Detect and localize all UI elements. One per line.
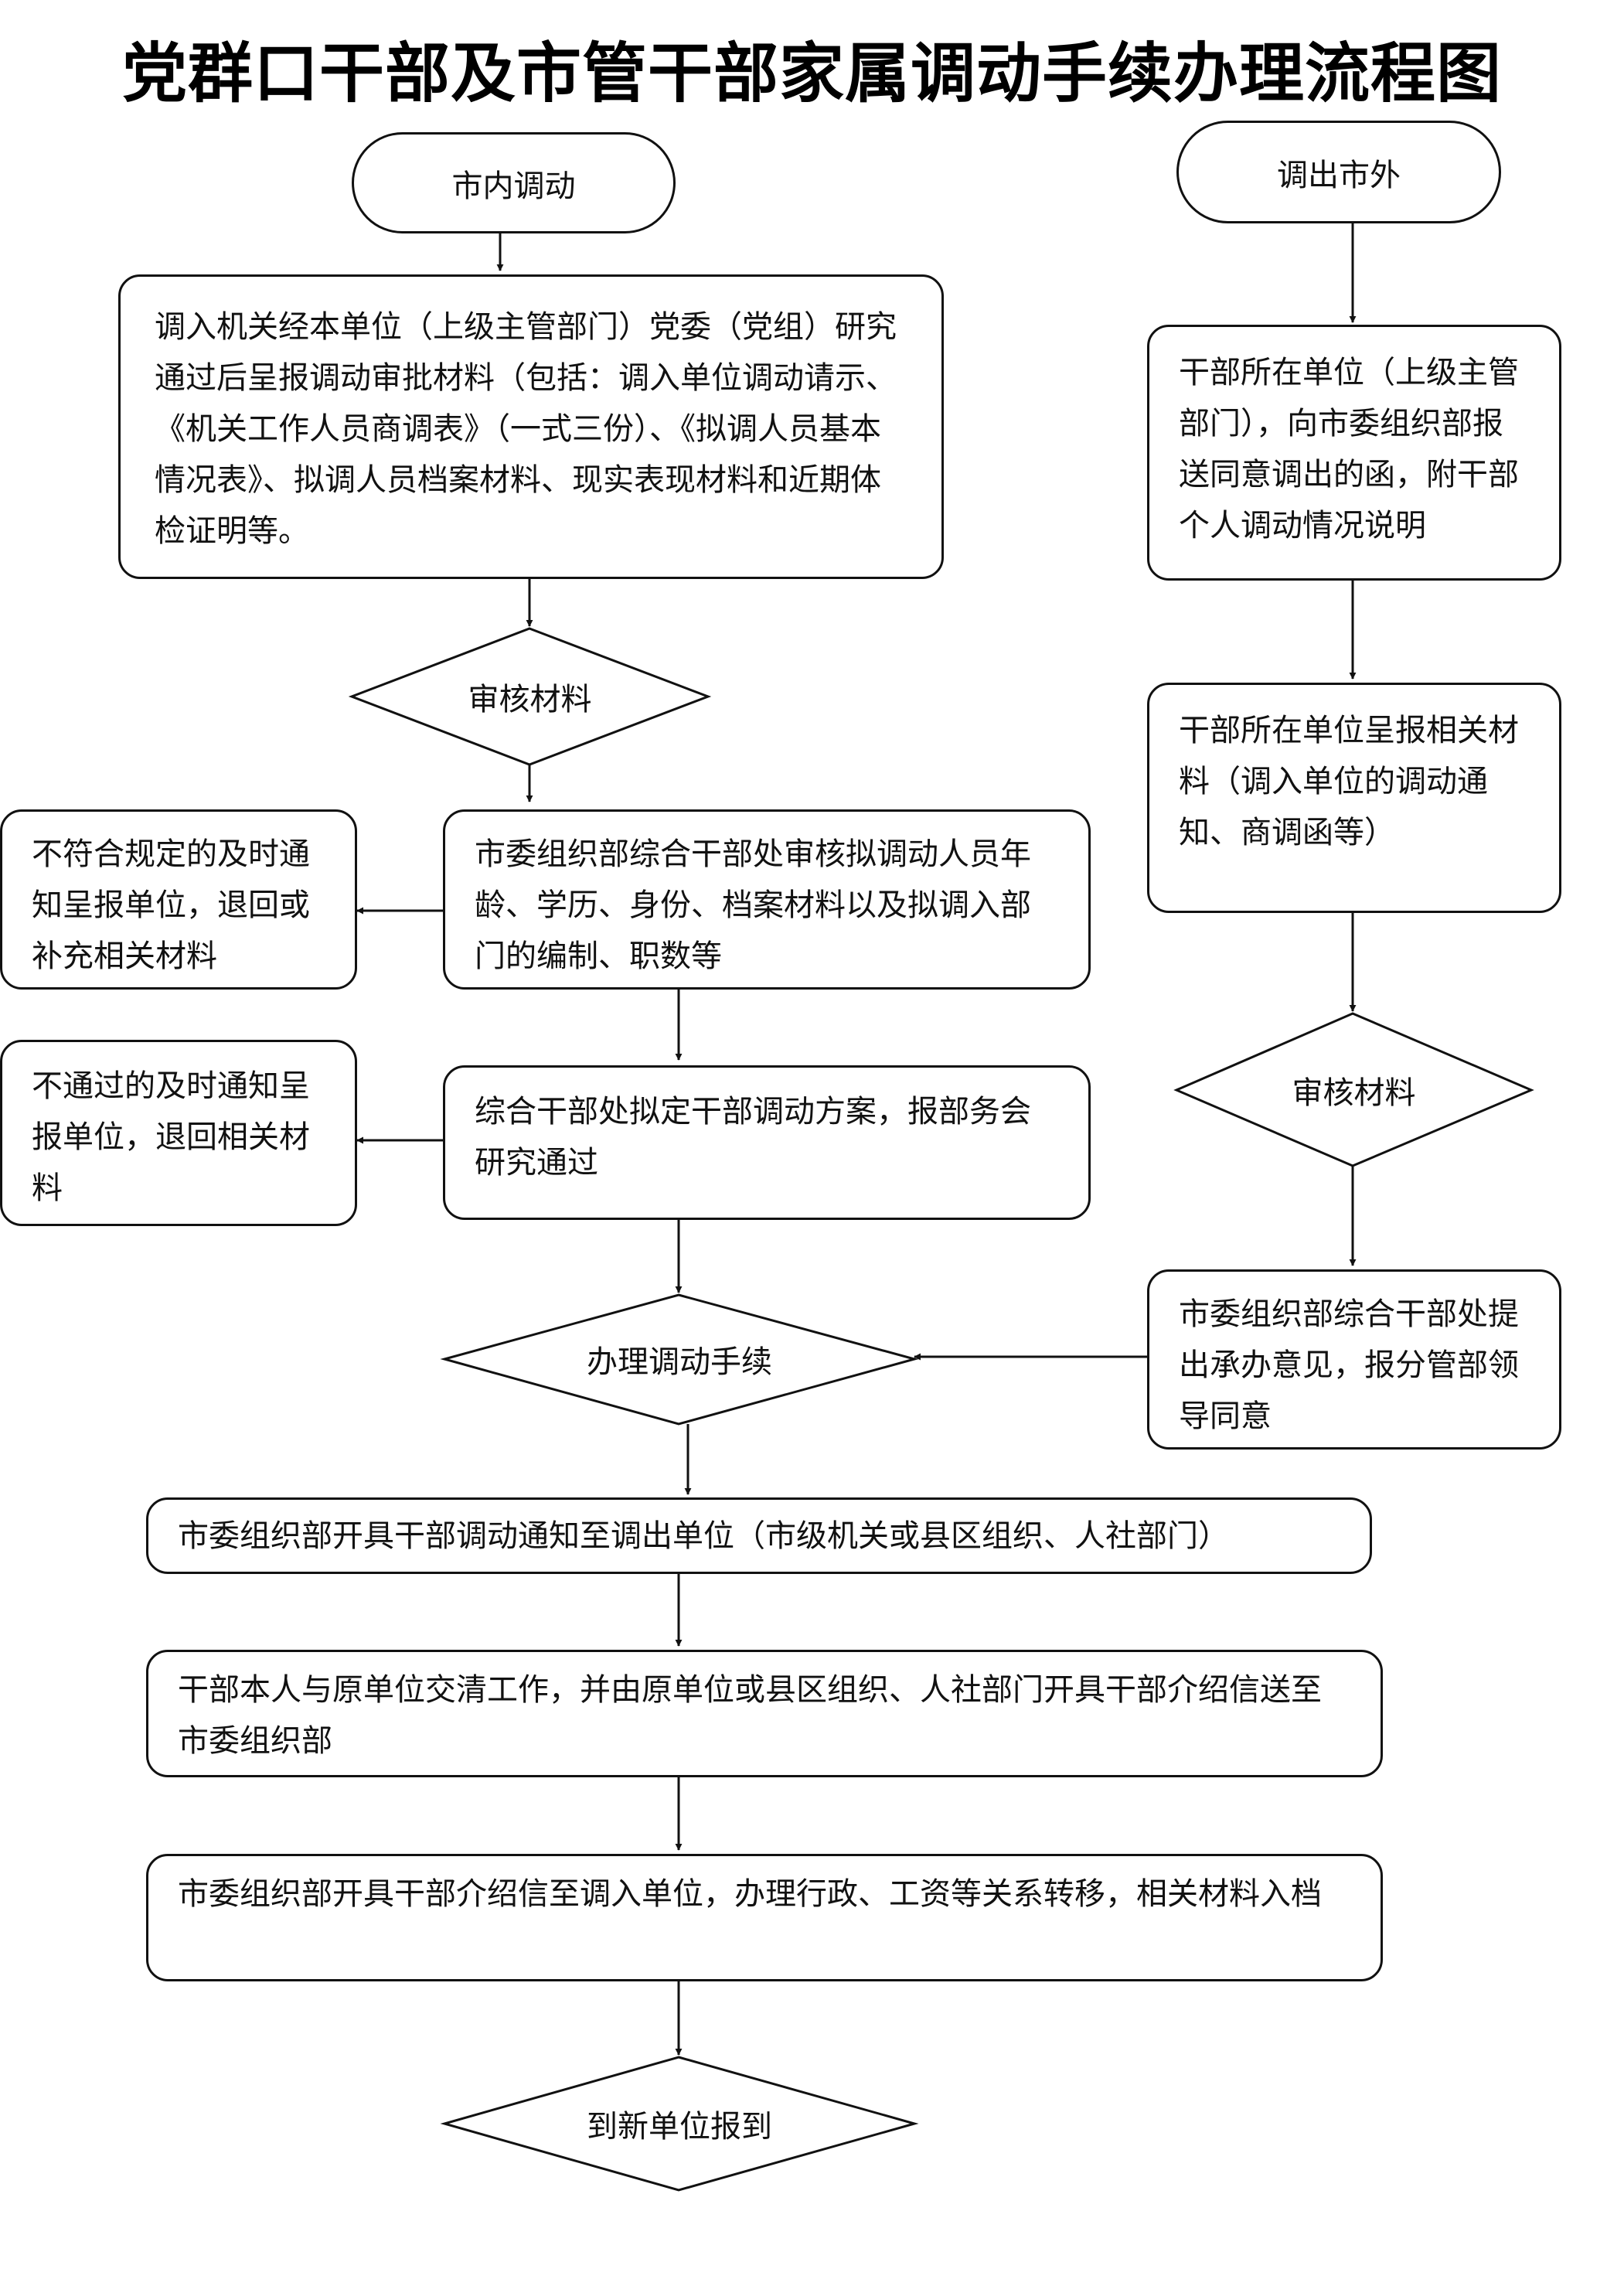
handle-diamond (440, 1293, 919, 1426)
review-right-diamond (1173, 1012, 1534, 1167)
plan-box: 综合干部处拟定干部调动方案，报部务会研究通过 (443, 1065, 1091, 1220)
notice-box: 市委组织部开具干部调动通知至调出单位（市级机关或县区组织、人社部门） (146, 1497, 1372, 1574)
review-right-label: 审核材料 (1292, 1075, 1416, 1111)
submit-materials-box: 调入机关经本单位（上级主管部门）党委（党组）研究通过后呈报调动审批材料（包括：调… (118, 274, 944, 579)
review-left-label: 审核材料 (468, 682, 592, 717)
report-diamond (440, 2056, 919, 2192)
check-text: 市委组织部综合干部处审核拟调动人员年龄、学历、身份、档案材料以及拟调入部门的编制… (475, 836, 1031, 974)
ext-step2-text: 干部所在单位呈报相关材料（调入单位的调动通知、商调函等） (1179, 713, 1519, 850)
start-internal-label: 市内调动 (451, 168, 576, 204)
review-left-diamond (348, 627, 712, 766)
start-external-node: 调出市外 (1176, 121, 1501, 223)
handover-text: 干部本人与原单位交清工作，并由原单位或县区组织、人社部门开具干部介绍信送至市委组… (178, 1672, 1322, 1759)
start-external-label: 调出市外 (1277, 157, 1401, 193)
handle-label: 办理调动手续 (587, 1344, 772, 1380)
notice-text: 市委组织部开具干部调动通知至调出单位（市级机关或县区组织、人社部门） (178, 1518, 1229, 1554)
page-title: 党群口干部及市管干部家属调动手续办理流程图 (121, 35, 1502, 111)
plan-text: 综合干部处拟定干部调动方案，报部务会研究通过 (475, 1094, 1031, 1180)
reject-plan-text: 不通过的及时通知呈报单位，退回相关材料 (32, 1068, 310, 1206)
start-internal-node: 市内调动 (352, 132, 676, 233)
transfer-text: 市委组织部开具干部介绍信至调入单位，办理行政、工资等关系转移，相关材料入档 (178, 1876, 1322, 1912)
check-box: 市委组织部综合干部处审核拟调动人员年龄、学历、身份、档案材料以及拟调入部门的编制… (443, 809, 1091, 990)
reject-check-text: 不符合规定的及时通知呈报单位，退回或补充相关材料 (32, 836, 310, 974)
handover-box: 干部本人与原单位交清工作，并由原单位或县区组织、人社部门开具干部介绍信送至市委组… (146, 1650, 1383, 1777)
submit-materials-text: 调入机关经本单位（上级主管部门）党委（党组）研究通过后呈报调动审批材料（包括：调… (155, 309, 897, 549)
report-label: 到新单位报到 (587, 2109, 772, 2145)
ext-step1-text: 干部所在单位（上级主管部门），向市委组织部报送同意调出的函，附干部个人调动情况说… (1179, 355, 1519, 543)
reject-check-box: 不符合规定的及时通知呈报单位，退回或补充相关材料 (0, 809, 357, 990)
reject-plan-box: 不通过的及时通知呈报单位，退回相关材料 (0, 1040, 357, 1226)
transfer-box: 市委组织部开具干部介绍信至调入单位，办理行政、工资等关系转移，相关材料入档 (146, 1854, 1383, 1981)
ext-step1-box: 干部所在单位（上级主管部门），向市委组织部报送同意调出的函，附干部个人调动情况说… (1147, 325, 1561, 581)
ext-step3-box: 市委组织部综合干部处提出承办意见，报分管部领导同意 (1147, 1269, 1561, 1450)
ext-step3-text: 市委组织部综合干部处提出承办意见，报分管部领导同意 (1179, 1296, 1519, 1434)
ext-step2-box: 干部所在单位呈报相关材料（调入单位的调动通知、商调函等） (1147, 683, 1561, 913)
